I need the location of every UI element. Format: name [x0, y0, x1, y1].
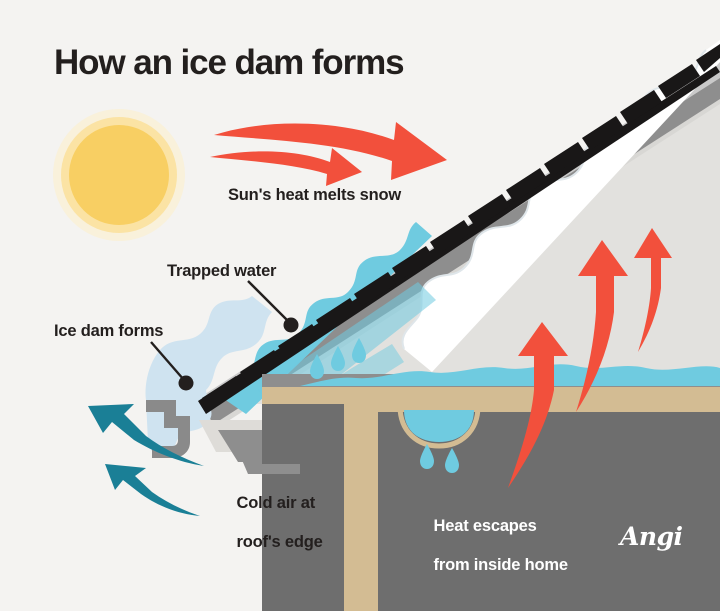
- heat-arrow-right: [634, 228, 672, 352]
- drip-attic-2: [445, 448, 459, 473]
- shingle-layer: [198, 44, 720, 414]
- leader-lines: [150, 280, 299, 391]
- label-heat-escapes-line2: from inside home: [433, 556, 569, 575]
- interior-left-block: [262, 404, 344, 464]
- attic-water-pool: [300, 364, 720, 386]
- heat-arrow-left: [508, 322, 568, 488]
- drip-roof-2: [331, 346, 345, 371]
- wall-stud: [344, 386, 378, 611]
- sun-heat-arrows: [210, 122, 447, 186]
- label-ice-dam: Ice dam forms: [54, 322, 164, 340]
- leader-line-trapped-water: [247, 280, 290, 323]
- heat-escape-arrows: [508, 228, 672, 488]
- attic-water-bulge-rim: [397, 403, 481, 449]
- leader-dot-ice-dam: [178, 375, 194, 391]
- drip-roof-3: [352, 338, 366, 363]
- cold-air-arrows: [88, 404, 204, 516]
- label-cold-air-line2: roof's edge: [236, 533, 323, 552]
- label-sun-heat: Sun's heat melts snow: [228, 186, 402, 204]
- gutter: [146, 400, 190, 458]
- page-title: How an ice dam forms: [54, 43, 405, 82]
- cold-air-arrow-lower: [105, 464, 200, 516]
- leader-dot-trapped-water: [283, 317, 299, 333]
- label-cold-air: Cold air at roof's edge: [219, 475, 323, 572]
- cold-air-arrow-upper: [88, 404, 204, 466]
- sun-core: [69, 125, 169, 225]
- heat-arrow-mid: [576, 240, 628, 412]
- sun-heat-arrow-long: [214, 122, 447, 180]
- gutter-profile: [146, 400, 190, 458]
- label-heat-escapes-line1: Heat escapes: [433, 517, 537, 536]
- label-heat-escapes: Heat escapes from inside home: [416, 498, 569, 595]
- attic-water-bulge: [404, 410, 474, 442]
- sun-heat-arrow-short: [210, 148, 362, 186]
- sun-graphic: [53, 109, 185, 241]
- cutaway-mask-left-2: [0, 462, 240, 611]
- label-trapped-water: Trapped water: [167, 262, 277, 280]
- shingle-steps: [202, 44, 720, 410]
- label-cold-air-line1: Cold air at: [236, 494, 316, 513]
- drip-roof-1: [310, 354, 324, 379]
- attic-water: [300, 364, 720, 449]
- water-drips: [310, 338, 459, 473]
- drip-attic-1: [420, 444, 434, 469]
- angi-logo: Angi: [620, 522, 683, 551]
- leader-line-ice-dam: [150, 341, 185, 381]
